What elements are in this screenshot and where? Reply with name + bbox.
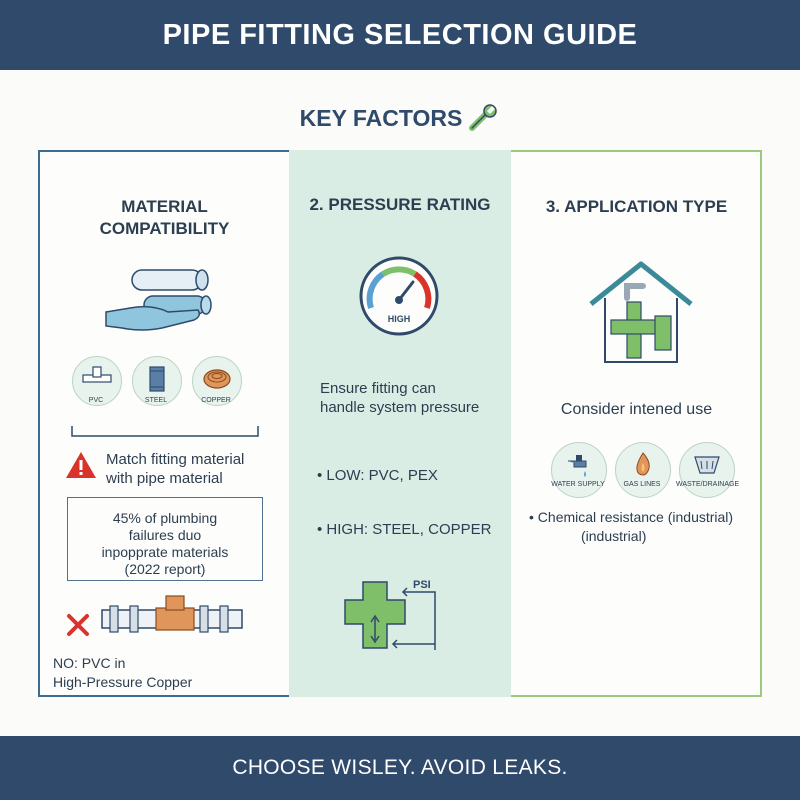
bullet-low: • LOW: PVC, PEX — [317, 467, 438, 484]
pvc-label: PVC — [88, 397, 104, 404]
header-bar: PIPE FITTING SELECTION GUIDE — [0, 0, 800, 70]
page-title: PIPE FITTING SELECTION GUIDE — [162, 18, 638, 51]
warning-line1: Match fitting material — [106, 451, 245, 468]
application-description: Consider intened use — [560, 401, 713, 418]
bracket-divider — [71, 426, 259, 437]
chemical-resistance-bullet: • Chemical resistance (industrial) (indu… — [529, 508, 761, 546]
chemical-line2: (industrial) — [581, 528, 647, 544]
house-plumbing-icon — [589, 261, 693, 363]
failure-stat-box: 45% of plumbing failures duo inpopprate … — [67, 497, 263, 581]
panel1-title-line1: MATERIAL — [121, 197, 208, 216]
pressure-gauge-icon: HIGH — [359, 256, 439, 336]
stat-line1: 45% of plumbing — [112, 510, 218, 526]
application-type-panel: 3. APPLICATION TYPE Consider intened use… — [511, 150, 762, 697]
gauge-label: HIGH — [388, 314, 411, 324]
material-compatibility-panel: MATERIAL COMPATIBILITY PVC STEEL COPPER … — [38, 150, 289, 697]
chemical-line1: • Chemical resistance (industrial) — [529, 509, 734, 525]
hand-holding-pipe-icon — [105, 269, 212, 331]
pressure-desc-line2: handle system pressure — [320, 399, 480, 416]
gas-lines-label: GAS LINES — [623, 481, 661, 488]
copper-label: COPPER — [201, 397, 231, 404]
wrench-icon — [469, 104, 498, 131]
warning-text: Match fitting material with pipe materia… — [106, 450, 286, 488]
pipe-assembly-icon — [101, 595, 243, 633]
pressure-desc-line1: Ensure fitting can — [320, 380, 436, 397]
footer-tagline: CHOOSE WISLEY. AVOID LEAKS. — [232, 756, 568, 779]
water-supply-icon — [551, 442, 607, 498]
warning-line2: with pipe material — [106, 470, 223, 487]
steel-label: STEEL — [144, 397, 168, 404]
panel2-title: 2. PRESSURE RATING — [309, 195, 491, 214]
drainage-label: WASTE/DRAINAGE — [676, 481, 740, 488]
stat-line4: (2022 report) — [124, 561, 206, 577]
psi-label: PSI — [413, 579, 431, 591]
copper-coil-icon — [192, 356, 242, 406]
section-title: KEY FACTORS — [0, 104, 800, 132]
pressure-rating-panel: 2. PRESSURE RATING HIGH Ensure fitting c… — [289, 150, 511, 697]
water-supply-label: WATER SUPPLY — [551, 481, 605, 488]
stat-line3: inpopprate materials — [101, 544, 229, 560]
panel1-title-line2: COMPATIBILITY — [99, 219, 230, 238]
no-pvc-note: NO: PVC in High-Pressure Copper — [53, 654, 283, 692]
pressure-description: Ensure fitting can handle system pressur… — [320, 379, 510, 417]
psi-cross-fitting-icon: PSI — [344, 579, 436, 650]
panel1-title: MATERIAL COMPATIBILITY — [40, 196, 289, 240]
warning-icon — [66, 452, 96, 478]
footer-bar: CHOOSE WISLEY. AVOID LEAKS. — [0, 736, 800, 800]
x-mark-icon — [67, 614, 89, 636]
no-note-line1: NO: PVC in — [53, 655, 126, 671]
no-note-line2: High-Pressure Copper — [53, 674, 193, 690]
drain-icon — [679, 442, 735, 498]
panel3-title: 3. APPLICATION TYPE — [545, 197, 728, 216]
pvc-fitting-icon — [72, 356, 122, 406]
gas-lines-icon — [615, 442, 671, 498]
bullet-high: • HIGH: STEEL, COPPER — [317, 521, 492, 538]
stat-line2: failures duo — [128, 527, 202, 543]
section-title-text: KEY FACTORS — [299, 104, 463, 131]
steel-fitting-icon — [132, 356, 182, 406]
